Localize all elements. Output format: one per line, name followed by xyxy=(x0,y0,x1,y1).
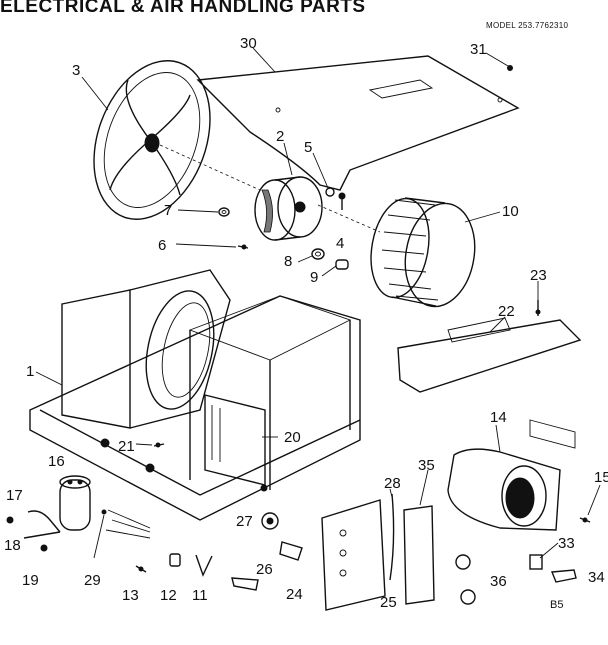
part-27-thermostat xyxy=(261,512,279,530)
callout-36: 36 xyxy=(490,573,507,590)
part-33-switch xyxy=(529,554,543,570)
part-25-control-panel xyxy=(321,499,386,611)
part-11-terminal xyxy=(195,554,213,577)
callout-10: 10 xyxy=(502,203,519,220)
part-29-wire-harness xyxy=(101,509,151,539)
callout-35: 35 xyxy=(418,457,435,474)
callout-4: 4 xyxy=(336,235,344,252)
callout-13: 13 xyxy=(122,587,139,604)
part-36-knob xyxy=(455,554,476,605)
part-34-knob xyxy=(551,569,577,583)
part-2-fan-motor xyxy=(254,176,381,241)
part-4-bolt xyxy=(338,192,346,210)
part-28-wire xyxy=(389,493,395,581)
callout-34: 34 xyxy=(588,569,605,586)
page-title: ELECTRICAL & AIR HANDLING PARTS xyxy=(0,0,366,17)
part-1-orifice-shroud xyxy=(61,269,231,429)
part-6-screw xyxy=(237,244,249,250)
part-9-sleeve xyxy=(335,259,349,270)
part-21-screw xyxy=(153,442,165,448)
model-number: MODEL 253.7762310 xyxy=(486,21,569,30)
part-24-knob xyxy=(231,577,259,591)
part-13-screw xyxy=(135,565,147,573)
callout-21: 21 xyxy=(118,438,135,455)
callout-25: 25 xyxy=(380,594,397,611)
part-31-screw xyxy=(507,65,513,71)
callout-31: 31 xyxy=(470,41,487,58)
part-15-screw xyxy=(579,517,591,523)
callout-3: 3 xyxy=(72,62,80,79)
callout-17: 17 xyxy=(6,487,23,504)
callout-6: 6 xyxy=(158,237,166,254)
callout-8: 8 xyxy=(284,253,292,270)
part-7-grommet xyxy=(218,207,230,217)
callout-7: 7 xyxy=(164,202,172,219)
part-18-capacitor-bracket xyxy=(23,510,61,539)
callout-12: 12 xyxy=(160,587,177,604)
part-22-partition xyxy=(397,317,582,393)
page-code: B5 xyxy=(550,599,563,611)
callout-18: 18 xyxy=(4,537,21,554)
part-30-top-cover xyxy=(196,55,520,191)
callout-14: 14 xyxy=(490,409,507,426)
part-8-grommet xyxy=(311,248,325,260)
part-35-control-label xyxy=(403,505,435,605)
part-17-screw xyxy=(6,516,14,524)
part-23-screw xyxy=(535,300,541,316)
callout-24: 24 xyxy=(286,586,303,603)
part-3-condenser-fan xyxy=(93,60,261,220)
callout-19: 19 xyxy=(22,572,39,589)
callout-29: 29 xyxy=(84,572,101,589)
part-10-blower-wheel xyxy=(370,197,476,308)
leader-lines xyxy=(35,47,601,559)
part-20-base-pan xyxy=(29,295,361,521)
part-5-nut xyxy=(325,187,335,197)
callout-16: 16 xyxy=(48,453,65,470)
callout-28: 28 xyxy=(384,475,401,492)
callout-5: 5 xyxy=(304,139,312,156)
callout-30: 30 xyxy=(240,35,257,52)
part-26-switch xyxy=(279,541,303,561)
callout-1: 1 xyxy=(26,363,34,380)
part-16-capacitor xyxy=(59,475,91,531)
callout-22: 22 xyxy=(498,303,515,320)
callout-27: 27 xyxy=(236,513,253,530)
callout-23: 23 xyxy=(530,267,547,284)
part-14-blower-scroll xyxy=(447,419,576,531)
callout-33: 33 xyxy=(558,535,575,552)
callout-9: 9 xyxy=(310,269,318,286)
callout-20: 20 xyxy=(284,429,301,446)
part-19-screw xyxy=(40,544,48,552)
part-12-connector xyxy=(169,553,181,567)
callout-15: 15 xyxy=(594,469,608,486)
bulkhead-panel xyxy=(204,394,266,486)
callout-26: 26 xyxy=(256,561,273,578)
callout-2: 2 xyxy=(276,128,284,145)
callout-11: 11 xyxy=(192,587,208,604)
